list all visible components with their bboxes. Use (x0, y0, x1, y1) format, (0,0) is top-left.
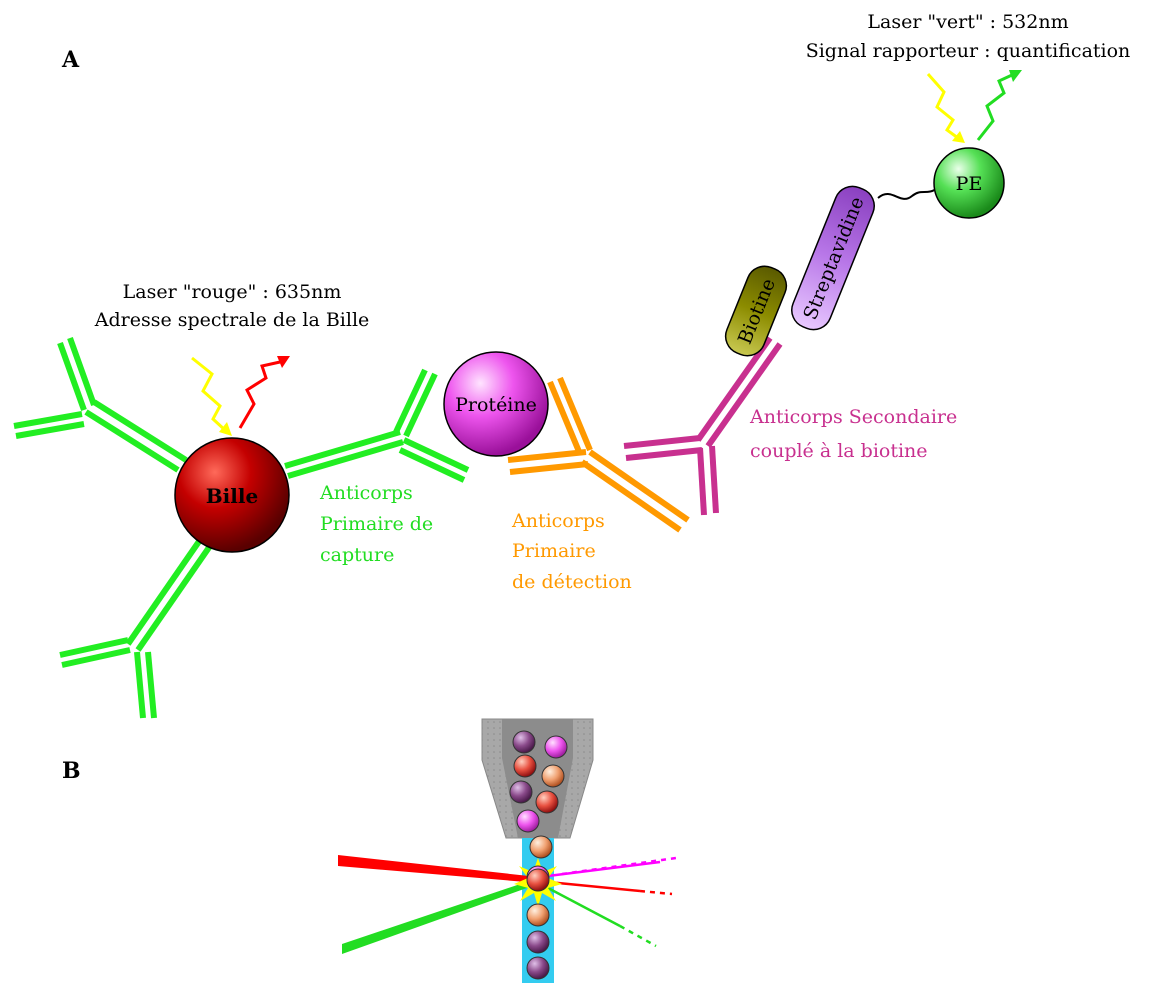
capture-antibody-caption: Anticorps Primaire de capture (319, 482, 433, 566)
pe-label: PE (956, 173, 983, 195)
green-laser-emission-arrow (978, 70, 1022, 140)
scattered-light (548, 858, 676, 946)
bead: Bille (175, 438, 289, 552)
protein-label: Protéine (455, 394, 537, 416)
detection-caption-line3: de détection (512, 571, 632, 593)
streptavidin: Streptavidine (786, 181, 879, 335)
capture-antibody-upper-right (285, 370, 468, 480)
secondary-antibody-caption: Anticorps Secondaire couplé à la biotine (749, 406, 957, 462)
red-laser-caption-line1: Laser "rouge" : 635nm (123, 281, 342, 303)
detection-caption-line1: Anticorps (511, 510, 605, 532)
capture-antibody-upper-left (14, 338, 186, 470)
green-laser-excitation-arrow (928, 74, 965, 143)
pe-fluorophore: PE (934, 148, 1004, 218)
green-laser-caption-line1: Laser "vert" : 532nm (867, 11, 1068, 33)
capture-caption-line2: Primaire de (320, 513, 433, 535)
pe-linker (878, 188, 938, 199)
flow-cytometer (338, 719, 676, 983)
panel-label-a: A (61, 47, 80, 73)
red-laser-emission-arrow (240, 356, 290, 428)
capture-antibody-lower (60, 540, 210, 718)
red-laser-excitation-arrow (192, 358, 232, 436)
secondary-caption-line2: couplé à la biotine (750, 440, 928, 462)
beads-in-channel (527, 866, 549, 979)
protein: Protéine (444, 352, 548, 456)
red-laser-caption-line2: Adresse spectrale de la Bille (94, 309, 370, 331)
panel-label-b: B (62, 758, 81, 784)
capture-caption-line1: Anticorps (319, 482, 413, 504)
red-laser-beam (338, 855, 538, 883)
secondary-caption-line1: Anticorps Secondaire (749, 406, 957, 428)
green-laser-caption-line2: Signal rapporteur : quantification (806, 40, 1131, 62)
detection-antibody-caption: Anticorps Primaire de détection (511, 510, 632, 593)
capture-caption-line3: capture (320, 544, 394, 566)
detection-caption-line2: Primaire (512, 540, 596, 562)
green-laser-beam (342, 878, 538, 954)
bead-label: Bille (206, 484, 258, 508)
